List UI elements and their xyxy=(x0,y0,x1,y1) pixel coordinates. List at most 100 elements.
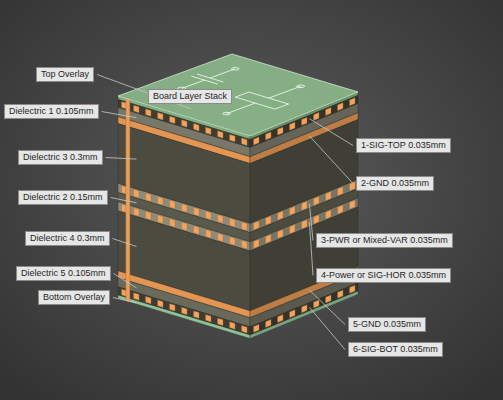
pin-circle xyxy=(230,67,241,71)
copper-pad xyxy=(170,116,175,123)
copper-pad xyxy=(266,319,271,327)
silkscreen-line xyxy=(227,103,256,114)
label-text: Dielectric 1 0.105mm xyxy=(9,106,94,117)
silkscreen-line xyxy=(269,86,301,98)
callout-label: 1-SIG-TOP 0.035mm xyxy=(356,138,451,153)
copper-pad xyxy=(290,310,295,318)
copper-pad xyxy=(146,193,151,202)
copper-pad xyxy=(206,127,211,134)
copper-pad xyxy=(350,200,355,209)
callout-label: 2-GND 0.035mm xyxy=(356,176,434,191)
copper-pad xyxy=(254,221,259,230)
board-stack xyxy=(118,54,358,338)
copper-pad xyxy=(314,196,319,205)
callout-label: Dielectric 5 0.105mm xyxy=(16,266,111,281)
copper-pad xyxy=(278,315,283,323)
callout-label: 4-Power or SIG-HOR 0.035mm xyxy=(316,268,451,283)
via xyxy=(126,98,130,302)
copper-pad xyxy=(350,285,355,293)
copper-pad xyxy=(266,216,271,225)
copper-pad xyxy=(278,127,283,135)
callout-label: 5-GND 0.035mm xyxy=(348,317,426,332)
label-text: Board Layer Stack xyxy=(153,91,227,102)
layer-front-face xyxy=(118,271,250,318)
copper-pad xyxy=(182,120,187,127)
copper-pad xyxy=(182,204,187,213)
copper-pad xyxy=(278,230,283,239)
leader-line xyxy=(309,222,313,275)
copper-pad xyxy=(254,324,259,332)
resistor-symbol xyxy=(235,92,288,109)
copper-pad xyxy=(182,222,187,231)
copper-pad xyxy=(158,197,163,206)
label-text: Top Overlay xyxy=(41,69,89,80)
callout-label: Top Overlay xyxy=(36,67,94,82)
copper-pad xyxy=(206,211,211,220)
copper-pad xyxy=(266,132,271,140)
copper-pad xyxy=(230,322,235,329)
copper-pad xyxy=(338,187,343,196)
label-text: Dielectric 2 0.15mm xyxy=(23,192,103,203)
copper-pad xyxy=(146,109,151,116)
copper-pad xyxy=(194,226,199,235)
copper-pad xyxy=(146,296,151,303)
pin-circle xyxy=(221,112,232,116)
silkscreen-line xyxy=(182,80,205,88)
copper-pad xyxy=(134,189,139,198)
label-text: 4-Power or SIG-HOR 0.035mm xyxy=(321,270,446,281)
copper-pad xyxy=(170,304,175,311)
leader-line xyxy=(102,112,137,118)
copper-pad xyxy=(158,215,163,224)
layer-side-face xyxy=(250,283,358,335)
callout-label: Bottom Overlay xyxy=(38,290,110,305)
label-text: 1-SIG-TOP 0.035mm xyxy=(361,140,446,151)
callout-label: Dielectric 3 0.3mm xyxy=(18,150,103,165)
copper-pad xyxy=(338,290,343,298)
copper-pad xyxy=(206,315,211,322)
layer-front-face xyxy=(118,287,250,335)
copper-pad xyxy=(314,112,319,120)
leader-line xyxy=(106,158,137,160)
copper-pad xyxy=(218,215,223,224)
copper-pad xyxy=(218,131,223,138)
leader-line xyxy=(114,274,137,288)
copper-pad xyxy=(302,305,307,313)
top-overlay-surface xyxy=(118,54,358,136)
copper-pad xyxy=(326,192,331,201)
copper-pad xyxy=(134,208,139,217)
copper-pad xyxy=(338,205,343,214)
copper-pad xyxy=(134,293,139,300)
copper-pad xyxy=(242,138,247,145)
copper-pad xyxy=(134,105,139,112)
copper-pad xyxy=(170,200,175,209)
copper-pad xyxy=(290,122,295,130)
silkscreen-symbols xyxy=(149,63,323,121)
copper-pad xyxy=(254,239,259,248)
callout-label: Board Layer Stack xyxy=(148,89,232,104)
callout-label: 6-SIG-BOT 0.035mm xyxy=(348,342,443,357)
copper-pad xyxy=(230,134,235,141)
layer-side-face xyxy=(250,120,358,224)
copper-pad xyxy=(290,206,295,215)
copper-pad xyxy=(326,210,331,219)
leader-line xyxy=(111,198,137,203)
label-text: 2-GND 0.035mm xyxy=(361,178,429,189)
copper-pad xyxy=(194,207,199,216)
copper-pad xyxy=(158,113,163,120)
layer-side-face xyxy=(250,291,358,338)
label-text: Dielectric 3 0.3mm xyxy=(23,152,98,163)
copper-pad xyxy=(266,234,271,243)
copper-pad xyxy=(230,218,235,227)
copper-pad xyxy=(326,295,331,303)
copper-pad xyxy=(206,229,211,238)
copper-pad xyxy=(314,215,319,224)
leader-line xyxy=(113,298,136,303)
copper-pad xyxy=(194,311,199,318)
copper-pad xyxy=(254,137,259,145)
copper-pad xyxy=(242,222,247,231)
copper-pad xyxy=(326,108,331,116)
label-text: 6-SIG-BOT 0.035mm xyxy=(353,344,438,355)
copper-pad xyxy=(194,124,199,131)
copper-pad xyxy=(158,300,163,307)
